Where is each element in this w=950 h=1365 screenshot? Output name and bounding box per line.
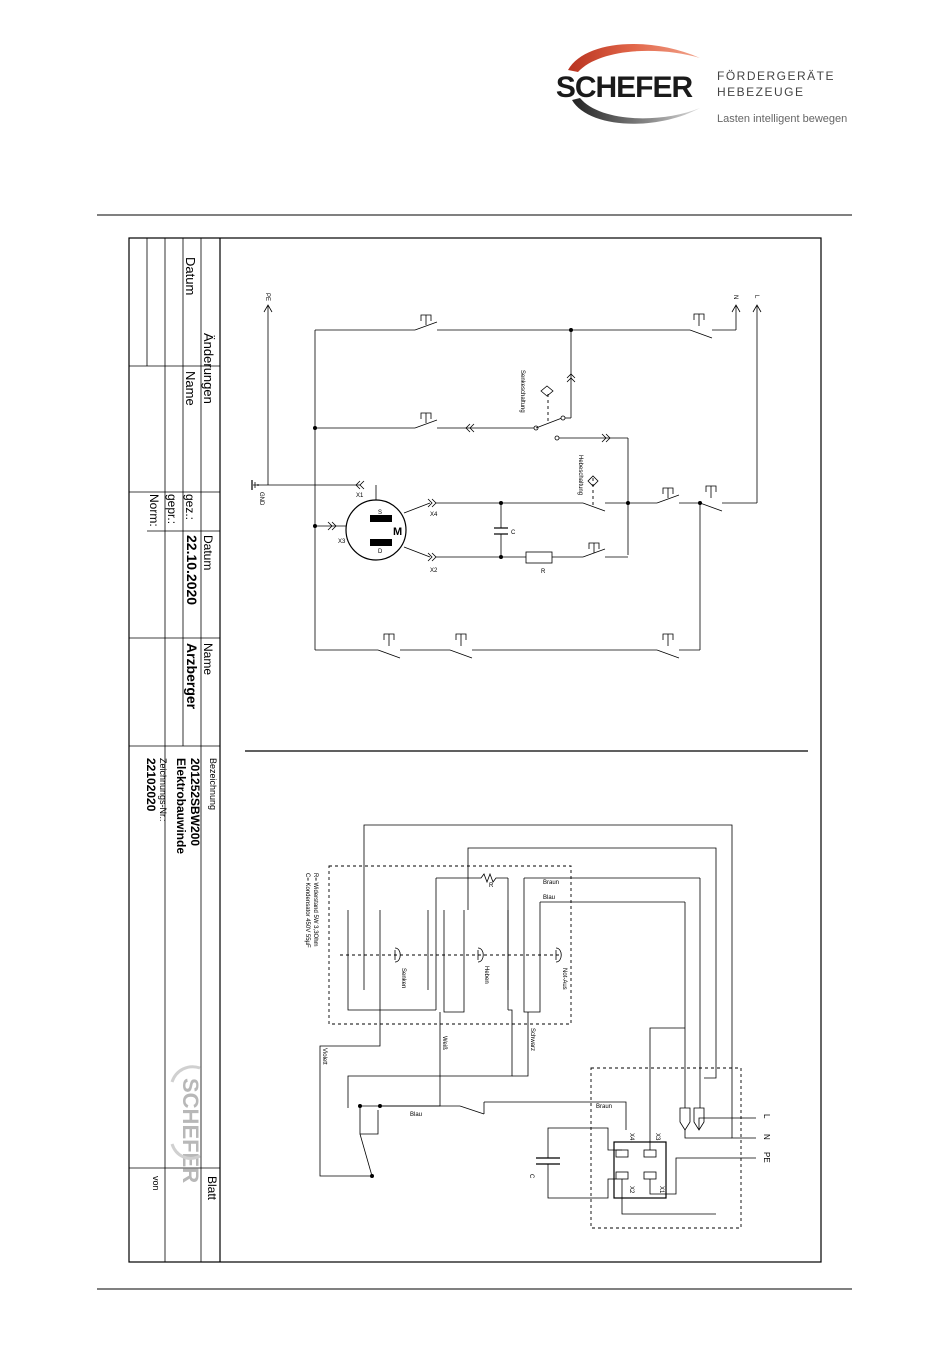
n-arrow-icon [731, 304, 741, 313]
box-resistor [436, 872, 508, 884]
svg-text:X1: X1 [658, 1186, 664, 1194]
bezeichnung-label: Bezeichnung [208, 758, 218, 810]
datum-col-label: Datum [201, 535, 215, 570]
control-box [328, 865, 572, 1025]
svg-text:X1: X1 [356, 493, 364, 499]
svg-text:X3: X3 [338, 539, 346, 545]
svg-text:R: R [541, 569, 546, 575]
logo-slogan: Lasten intelligent bewegen [717, 113, 847, 125]
blatt-label: Blatt [205, 1176, 219, 1201]
braun-wire-label: Braun [596, 1104, 612, 1110]
switch-contacts: Senken Heben Not-Aus [340, 910, 567, 990]
pe-arrow-icon [263, 304, 273, 313]
motor-label: M [393, 526, 402, 538]
swoosh-top [568, 44, 700, 72]
ferrule-n [679, 1107, 691, 1131]
svg-text:X2: X2 [628, 1186, 634, 1194]
senken-label: Senken [400, 968, 406, 988]
weiss-label: Weiß [441, 1036, 447, 1050]
norm-label: Norm: [147, 494, 161, 527]
violett-label: Violett [321, 1048, 327, 1065]
svg-text:Blau: Blau [543, 895, 555, 901]
n-terminal: N [762, 1134, 771, 1140]
svg-text:S: S [378, 510, 382, 516]
titleblock-logo-swoosh [170, 1065, 201, 1083]
legend-capacitor: C= Kondensator 450V 55µF [304, 873, 310, 948]
schwarz-label: Schwarz [529, 1028, 535, 1051]
senkeschaltung-label: Senkeschaltung [519, 370, 525, 413]
titleblock-logo: SCHEFER [178, 1078, 203, 1183]
product-name: Elektrobauwinde [174, 758, 188, 854]
logo-line2: HEBEZEUGE [717, 85, 805, 99]
notaus-label: Not-Aus [561, 968, 567, 990]
name-col-label: Name [201, 643, 215, 675]
company-logo: SCHEFER FÖRDERGERÄTE HEBEZEUGE Lasten in… [556, 44, 847, 125]
hebeschaltung-label: Hebeschaltung [577, 455, 583, 495]
titleblock-text: Datum Änderungen Name gez.: gepr.: Norm:… [144, 257, 219, 1201]
von-label: von [151, 1176, 161, 1191]
l-terminal: L [762, 1114, 771, 1119]
wiring-diagram: R= Widerstand 5W 3,3Ohm C= Kondensator 4… [304, 824, 771, 1229]
capacitor-label: C [511, 530, 516, 536]
zeichnungs-label: Zeichnungs-Nr.: [158, 758, 168, 822]
svg-text:R: R [489, 883, 494, 889]
blau-wire-label: Blau [410, 1112, 422, 1118]
pe-terminal: PE [762, 1152, 771, 1163]
l-arrow-icon [752, 304, 762, 313]
name-value: Arzberger [184, 643, 200, 710]
legend-resistor: R= Widerstand 5W 3,3Ohm [312, 873, 318, 947]
zeichnungs-nr: 22102020 [144, 758, 158, 812]
svg-text:X4: X4 [628, 1133, 634, 1141]
gepr-label: gepr.: [165, 494, 179, 524]
switch-contact [414, 321, 438, 331]
name-header: Name [183, 371, 198, 406]
heben-label: Heben [483, 966, 489, 984]
ferrule-l [693, 1107, 705, 1131]
svg-text:X2: X2 [430, 568, 438, 574]
svg-text:D: D [378, 549, 383, 555]
datum-header: Datum [183, 257, 198, 295]
svg-text:X3: X3 [654, 1133, 660, 1141]
gez-label: gez.: [183, 494, 197, 520]
svg-text:Braun: Braun [543, 880, 559, 886]
gnd-label: GND [258, 492, 264, 506]
drawing-frame [128, 237, 822, 1263]
logo-line1: FÖRDERGERÄTE [717, 69, 835, 83]
titleblock-grid [129, 238, 220, 1262]
n-terminal-label: N [732, 295, 738, 299]
logo-text: SCHEFER [556, 71, 694, 104]
svg-text:X4: X4 [430, 512, 438, 518]
date-value: 22.10.2020 [184, 535, 200, 605]
svg-text:C: C [528, 1174, 534, 1179]
product-code: 201252SBW200 [188, 758, 202, 846]
circuit-schematic: PE N L GND [251, 293, 762, 659]
terminal-box [590, 1067, 742, 1229]
resistor-symbol [525, 551, 553, 564]
aenderungen-header: Änderungen [201, 333, 216, 404]
terminal-block [613, 1141, 667, 1199]
pe-terminal-label: PE [264, 293, 270, 301]
l-terminal-label: L [753, 295, 759, 299]
swoosh-bottom [572, 98, 700, 124]
